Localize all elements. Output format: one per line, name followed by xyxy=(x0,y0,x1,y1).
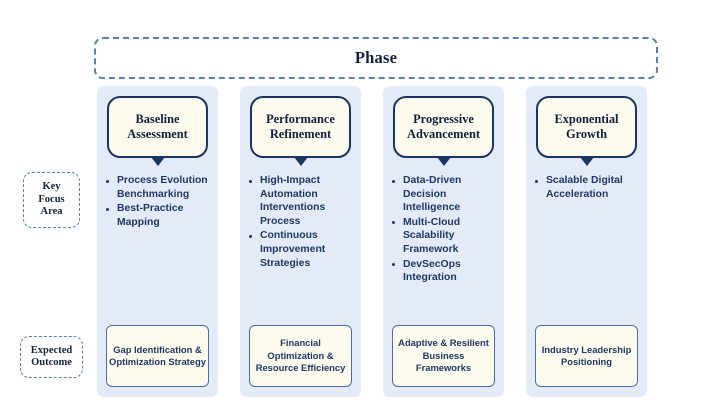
phase-pointer-triangle-icon xyxy=(580,157,594,166)
expected-outcome-text: Financial Optimization & Resource Effici… xyxy=(255,337,346,374)
phase-pointer-triangle-icon xyxy=(294,157,308,166)
row-label-line: Focus xyxy=(38,193,65,205)
focus-area-bullet-item: Best-Practice Mapping xyxy=(103,202,215,229)
expected-outcome-text: Gap Identification & Optimization Strate… xyxy=(109,343,206,367)
row-label-line: Area xyxy=(40,206,63,218)
row-label-line: Outcome xyxy=(31,357,72,368)
row-label-line: Key xyxy=(42,181,61,193)
expected-outcome-box[interactable]: Financial Optimization & Resource Effici… xyxy=(249,325,352,387)
expected-outcome-text: Adaptive & Resilient Business Frameworks xyxy=(398,337,489,374)
phase-pointer-triangle-icon xyxy=(437,157,451,166)
phase-header-title: Phase xyxy=(354,48,398,67)
expected-outcome-box[interactable]: Gap Identification & Optimization Strate… xyxy=(106,325,209,387)
focus-area-bullet-item: DevSecOps Integration xyxy=(389,258,501,285)
row-label-line: Expected xyxy=(30,344,73,356)
focus-area-bullet-item: Continuous Improvement Strategies xyxy=(246,229,358,270)
focus-area-bullet-item: Data-Driven Decision Intelligence xyxy=(389,174,501,215)
phase-pointer-triangle-icon xyxy=(151,157,165,166)
expected-outcome-box[interactable]: Industry Leadership Positioning xyxy=(535,325,638,387)
focus-area-bullet-item: Multi-Cloud Scalability Framework xyxy=(389,216,501,257)
focus-area-bullet-item: Scalable Digital Acceleration xyxy=(532,174,644,201)
expected-outcome-text: Industry Leadership Positioning xyxy=(541,343,632,367)
phase-header-bar: Phase xyxy=(94,37,658,79)
focus-area-bullet-list: High-Impact Automation Interventions Pro… xyxy=(246,174,358,271)
focus-area-bullet-item: High-Impact Automation Interventions Pro… xyxy=(246,174,358,228)
focus-area-bullet-item: Process Evolution Benchmarking xyxy=(103,174,215,201)
expected-outcome-box[interactable]: Adaptive & Resilient Business Frameworks xyxy=(392,325,495,387)
focus-area-bullet-list: Scalable Digital Acceleration xyxy=(532,174,644,202)
